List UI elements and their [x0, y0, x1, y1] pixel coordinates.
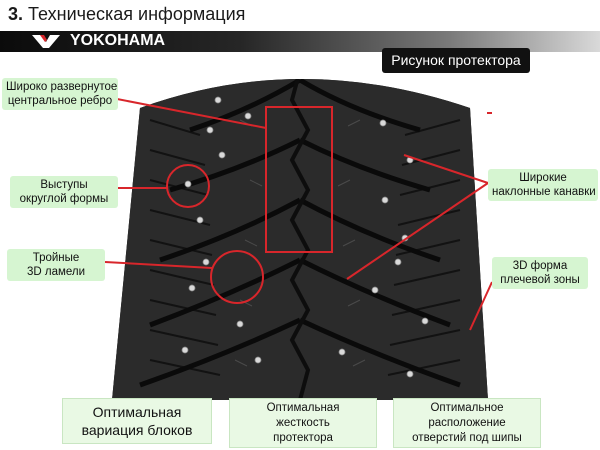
- callout-shoulder-3d: 3D форма плечевой зоны: [492, 257, 588, 289]
- callout-line: Широко развернутое: [6, 81, 118, 93]
- leader-wide-grooves-2: [346, 182, 489, 280]
- benefit-box-stud-placement: Оптимальное расположение отверстий под ш…: [393, 398, 541, 448]
- benefit-line: вариация блоков: [81, 422, 193, 438]
- annotation-markers: [104, 97, 493, 331]
- tread-pattern: [112, 79, 488, 400]
- callout-line: Выступы: [40, 179, 88, 191]
- center-rib-highlight: [265, 106, 333, 253]
- round-bump-highlight: [166, 164, 210, 208]
- callout-line: 3D форма: [512, 260, 568, 272]
- benefit-line: Оптимальная: [266, 401, 340, 414]
- leader-triple-sipes: [104, 261, 213, 269]
- callout-line: Широкие: [519, 172, 567, 184]
- benefit-line: жесткость: [276, 416, 330, 429]
- callout-line: наклонные канавки: [492, 186, 596, 198]
- leader-shoulder: [469, 281, 493, 331]
- callout-line: Тройные: [32, 252, 80, 264]
- benefit-line: Оптимальная: [92, 404, 182, 420]
- tire-studs: [181, 96, 429, 378]
- callout-triple-sipes: Тройные 3D ламели: [7, 249, 105, 281]
- benefit-line: протектора: [273, 431, 333, 444]
- triple-sipe-highlight: [210, 250, 264, 304]
- benefit-line: расположение: [428, 416, 506, 429]
- benefit-line: Оптимальное: [430, 401, 504, 414]
- callout-round-bumps: Выступы округлой формы: [10, 176, 118, 208]
- callout-line: плечевой зоны: [500, 274, 580, 286]
- page-title: 3. Техническая информация: [8, 4, 245, 25]
- callout-wide-grooves: Широкие наклонные канавки: [488, 169, 598, 201]
- brand-bar: YOKOHAMA: [0, 31, 600, 52]
- callout-line: центральное ребро: [7, 95, 113, 107]
- brand-name: YOKOHAMA: [70, 32, 166, 49]
- section-title: Техническая информация: [28, 4, 246, 24]
- benefit-box-block-variation: Оптимальная вариация блоков: [62, 398, 212, 444]
- tread-pattern-badge: Рисунок протектора: [382, 48, 530, 73]
- leader-center-rib: [111, 97, 267, 129]
- yokohama-logo-icon: [32, 35, 60, 48]
- callout-center-rib: Широко развернутое центральное ребро: [2, 78, 118, 110]
- callout-line: округлой формы: [19, 193, 109, 205]
- benefit-box-tread-stiffness: Оптимальная жесткость протектора: [229, 398, 377, 448]
- leader-wide-grooves-1: [403, 154, 489, 184]
- section-number: 3.: [8, 4, 24, 24]
- callout-line: 3D ламели: [26, 266, 86, 278]
- benefit-line: отверстий под шипы: [412, 431, 522, 444]
